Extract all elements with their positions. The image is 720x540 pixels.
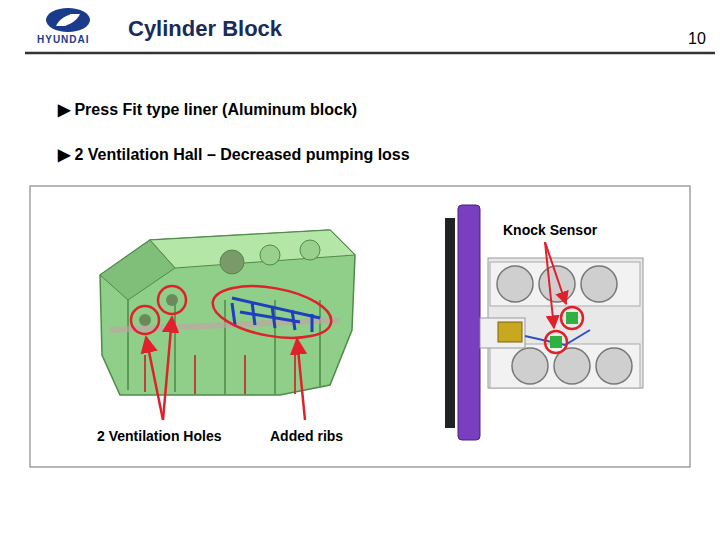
- callout-label: Added ribs: [270, 428, 343, 444]
- bullet-text: ▶ 2 Ventilation Hall – Decreased pumping…: [58, 145, 410, 164]
- callout-label: Knock Sensor: [503, 222, 597, 238]
- slide-title: Cylinder Block: [128, 16, 282, 42]
- header-rule: [25, 52, 715, 55]
- bullet-text: ▶ Press Fit type liner (Aluminum block): [58, 100, 357, 119]
- logo-text: HYUNDAI: [37, 34, 90, 45]
- engine-top-view: [445, 205, 643, 440]
- figure-frame: [30, 186, 690, 467]
- cylinder-block-3d: [100, 230, 355, 420]
- hyundai-logo: [46, 8, 90, 32]
- callout-label: 2 Ventilation Holes: [97, 428, 221, 444]
- page-number: 10: [688, 30, 706, 48]
